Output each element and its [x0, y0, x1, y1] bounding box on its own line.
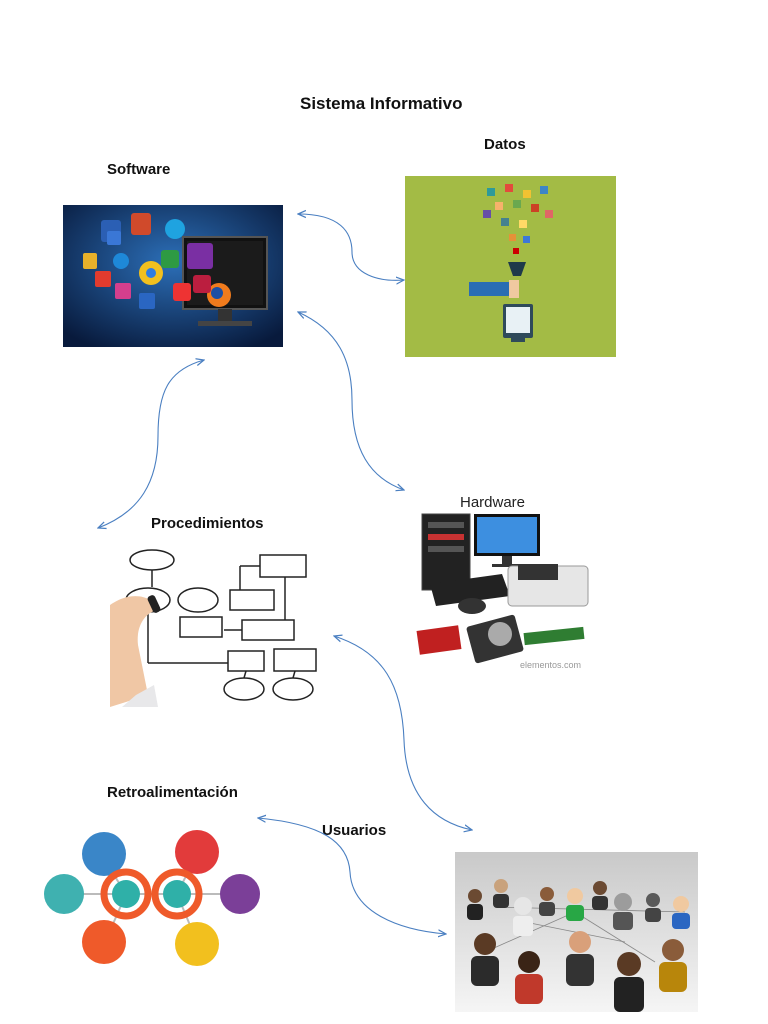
label-procedimientos: Procedimientos — [151, 515, 264, 532]
label-datos: Datos — [484, 136, 526, 153]
connector-software-procedimientos — [98, 360, 204, 528]
diagram-title: Sistema Informativo — [300, 94, 463, 113]
software-image — [63, 205, 283, 347]
datos-image — [405, 176, 616, 357]
hardware-watermark: elementos.com — [520, 660, 581, 670]
connector-software-hardware — [298, 312, 404, 490]
retroalimentacion-image — [42, 826, 264, 972]
usuarios-image — [455, 852, 698, 1012]
connector-software-datos — [298, 214, 404, 280]
procedimientos-image — [110, 545, 324, 707]
label-retroalimentacion: Retroalimentación — [107, 784, 238, 801]
hardware-caption: Hardware — [460, 494, 525, 511]
label-usuarios: Usuarios — [322, 822, 387, 839]
hardware-image: Hardware elementos.com — [412, 488, 597, 670]
label-software: Software — [107, 161, 171, 178]
